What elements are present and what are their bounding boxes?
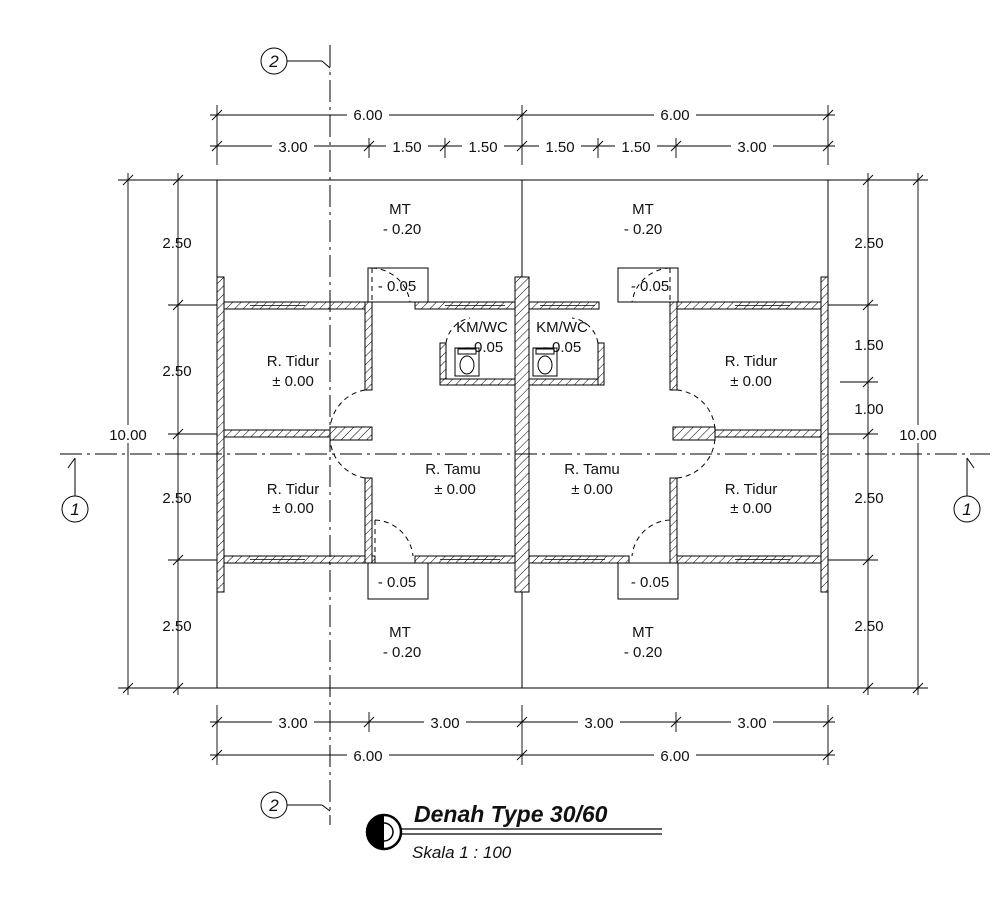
room-tamu-right: R. Tamu ± 0.00	[564, 461, 620, 498]
room-level: - 0.05	[543, 339, 581, 356]
room-name: KM/WC	[456, 319, 508, 336]
dim-right-total: 10.00	[899, 427, 937, 444]
north-arrow-icon	[365, 813, 403, 851]
room-name: KM/WC	[536, 319, 588, 336]
room-level: ± 0.00	[434, 481, 476, 498]
dim-right-part: 1.50	[854, 337, 883, 354]
room-level: - 0.20	[624, 221, 662, 238]
room-mt-top-right: MT - 0.20	[624, 201, 662, 238]
dim-top-part: 1.50	[545, 139, 574, 156]
walls	[216, 276, 829, 593]
terrace-level: - 0.05	[631, 574, 669, 591]
terrace-level: - 0.05	[631, 278, 669, 295]
dim-top-total-left: 6.00	[353, 107, 382, 124]
room-name: MT	[389, 201, 411, 218]
drawing-scale: Skala 1 : 100	[412, 843, 512, 862]
room-tidur-bottom-right: R. Tidur ± 0.00	[725, 481, 778, 517]
room-level: ± 0.00	[571, 481, 613, 498]
room-level: - 0.05	[465, 339, 503, 356]
room-mt-top-left: MT - 0.20	[383, 201, 421, 238]
section-label: 2	[268, 796, 279, 815]
room-tidur-top-right: R. Tidur ± 0.00	[725, 353, 778, 390]
room-tidur-top-left: R. Tidur ± 0.00	[267, 353, 320, 390]
dim-top-part: 3.00	[278, 139, 307, 156]
door-swings	[329, 267, 716, 557]
terrace-level-texts: - 0.05 - 0.05 - 0.05 - 0.05	[378, 278, 669, 591]
room-name: R. Tidur	[267, 353, 320, 370]
dim-top-part: 1.50	[468, 139, 497, 156]
section-marker-1-right: 1	[953, 457, 981, 523]
dim-right-part: 1.00	[854, 401, 883, 418]
room-kmwc-left: KM/WC - 0.05	[456, 319, 508, 356]
section-label: 2	[268, 52, 279, 71]
room-name: MT	[389, 624, 411, 641]
terrace-level-tags	[367, 267, 679, 600]
room-level: ± 0.00	[730, 500, 772, 517]
room-name: MT	[632, 201, 654, 218]
dim-bottom-part: 3.00	[737, 715, 766, 732]
dimension-texts: 6.00 6.00 3.00 1.50 1.50 1.50 1.50 3.00 …	[104, 105, 942, 765]
room-name: R. Tamu	[425, 461, 481, 478]
dim-right-part: 2.50	[854, 235, 883, 252]
room-mt-bottom-left: MT - 0.20	[383, 624, 421, 661]
dim-left-part: 2.50	[162, 363, 191, 380]
room-name: R. Tidur	[725, 481, 778, 498]
dim-left-part: 2.50	[162, 235, 191, 252]
title-block: Denah Type 30/60 Skala 1 : 100	[365, 801, 662, 862]
room-tidur-bottom-left: R. Tidur ± 0.00	[267, 481, 320, 517]
dim-right-part: 2.50	[854, 490, 883, 507]
dimension-lines	[118, 105, 928, 765]
section-marker-2-bottom: 2	[260, 791, 331, 819]
section-label: 1	[962, 500, 971, 519]
dim-left-part: 2.50	[162, 618, 191, 635]
room-name: R. Tamu	[564, 461, 620, 478]
dim-bottom-part: 3.00	[584, 715, 613, 732]
dim-bottom-total-right: 6.00	[660, 748, 689, 765]
windows	[250, 305, 790, 560]
room-level: - 0.20	[383, 221, 421, 238]
room-level: - 0.20	[624, 644, 662, 661]
room-kmwc-right: KM/WC - 0.05	[536, 319, 588, 356]
room-name: MT	[632, 624, 654, 641]
dim-top-part: 1.50	[392, 139, 421, 156]
dim-right-part: 2.50	[854, 618, 883, 635]
dim-top-total-right: 6.00	[660, 107, 689, 124]
toilet-icon	[454, 347, 480, 377]
room-name: R. Tidur	[725, 353, 778, 370]
dim-bottom-part: 3.00	[430, 715, 459, 732]
dim-left-part: 2.50	[162, 490, 191, 507]
drawing-title: Denah Type 30/60	[414, 801, 608, 827]
section-label: 1	[70, 500, 79, 519]
room-level: - 0.20	[383, 644, 421, 661]
room-level: ± 0.00	[730, 373, 772, 390]
dim-bottom-part: 3.00	[278, 715, 307, 732]
dim-top-part: 1.50	[621, 139, 650, 156]
section-marker-1-left: 1	[61, 457, 89, 523]
terrace-level: - 0.05	[378, 278, 416, 295]
room-level: ± 0.00	[272, 500, 314, 517]
room-mt-bottom-right: MT - 0.20	[624, 624, 662, 661]
dim-top-part: 3.00	[737, 139, 766, 156]
room-tamu-left: R. Tamu ± 0.00	[425, 461, 481, 498]
room-name: R. Tidur	[267, 481, 320, 498]
dim-bottom-total-left: 6.00	[353, 748, 382, 765]
section-axes	[60, 45, 990, 825]
dim-left-total: 10.00	[109, 427, 147, 444]
room-level: ± 0.00	[272, 373, 314, 390]
terrace-level: - 0.05	[378, 574, 416, 591]
section-marker-2-top: 2	[260, 47, 331, 75]
toilet-icon	[532, 347, 558, 377]
room-labels: MT - 0.20 MT - 0.20 MT - 0.20 MT - 0.20 …	[267, 201, 778, 661]
